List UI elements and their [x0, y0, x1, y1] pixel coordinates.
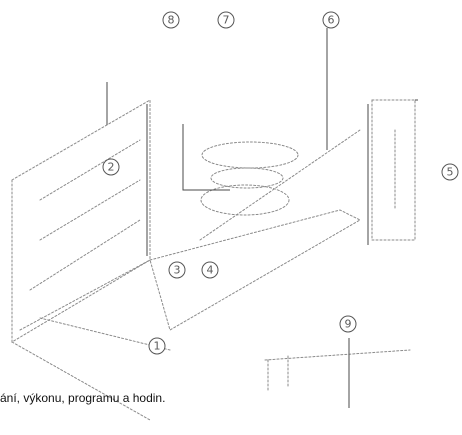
callout-2: 2: [108, 161, 115, 174]
fixture-left-leg: [267, 355, 289, 391]
fixture-arm: [264, 349, 411, 361]
callout-5: 5: [447, 166, 454, 179]
callout-3: 3: [174, 264, 181, 277]
callout-7-circle: [217, 11, 235, 29]
callout-6-circle: [322, 11, 340, 29]
callout-7: 7: [223, 14, 230, 27]
callout-9: 9: [345, 318, 352, 331]
callout-5-circle: [441, 163, 459, 181]
turntable-middle: [210, 167, 284, 189]
callout-1-circle: [148, 337, 166, 355]
callout-4: 4: [207, 264, 214, 277]
callout-8-circle: [162, 11, 180, 29]
cabinet-inner-diagonals: [19, 139, 151, 331]
diagonal-rail: [199, 129, 361, 241]
caption-text: ání, výkonu, programu a hodin.: [0, 391, 166, 405]
callout-6: 6: [328, 14, 335, 27]
door-panel: [371, 99, 416, 241]
cabinet-front-diagonals: [11, 317, 171, 421]
callout-1: 1: [154, 340, 161, 353]
turntable-upper: [201, 141, 299, 169]
callout-2-circle: [102, 158, 120, 176]
lead-line-turntable: [182, 124, 230, 191]
callout-4-circle: [201, 261, 219, 279]
cabinet-top-edge: [11, 99, 151, 343]
callout-3-circle: [168, 261, 186, 279]
callout-8: 8: [168, 14, 175, 27]
turntable-lower: [200, 184, 290, 216]
callout-9-circle: [339, 315, 357, 333]
